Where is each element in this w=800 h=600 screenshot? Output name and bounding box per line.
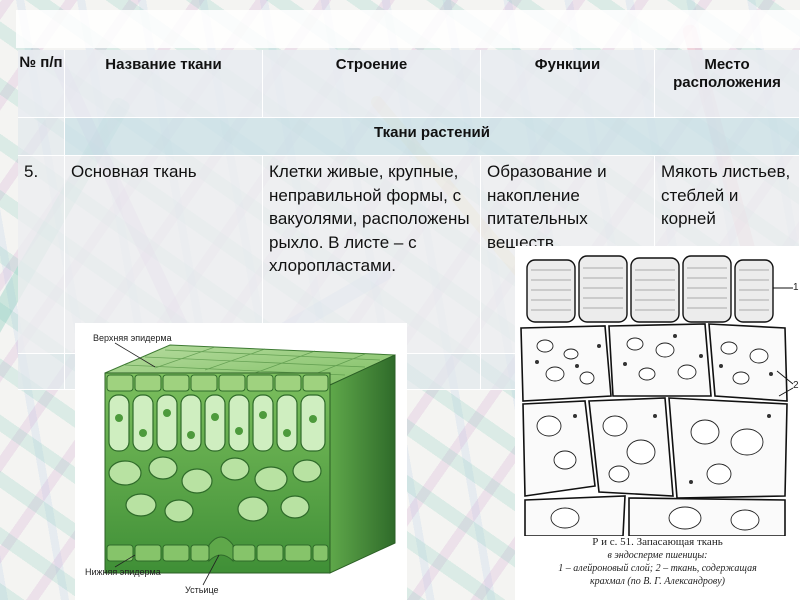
row-structure: Клетки живые, крупные, неправильной форм… (263, 156, 481, 354)
header-name: Название ткани (65, 50, 263, 118)
header-structure-label: Строение (335, 56, 408, 73)
label-upper-epidermis: Верхняя эпидерма (93, 333, 172, 343)
label-lower-epidermis: Нижняя эпидерма (85, 567, 161, 577)
row-functions-text: Образование и накопление питательных вещ… (487, 162, 607, 252)
header-location: Место расположения (655, 50, 800, 118)
header-location-label: Место расположения (673, 56, 781, 91)
section-title: Ткани растений (374, 124, 490, 141)
header-structure: Строение (263, 50, 481, 118)
figure-caption-line-2: в эндосперме пшеницы: (607, 550, 708, 561)
header-functions-label: Функции (534, 56, 601, 73)
row-structure-text: Клетки живые, крупные, неправильной форм… (269, 162, 470, 275)
row-name: Основная ткань (65, 156, 263, 354)
figure-caption-line-1: Р и с. 51. Запасающая ткань (592, 536, 723, 548)
figure-caption-line-4: крахмал (по В. Г. Александрову) (590, 576, 725, 587)
row-num: 5. (18, 156, 65, 354)
marker-starch: 2 (793, 380, 799, 391)
marker-aleurone: 1 (793, 282, 799, 293)
section-row: Ткани растений (65, 118, 800, 156)
leaf-tissue-figure: Верхняя эпидерма Нижняя эпидерма Устьице (75, 323, 407, 600)
endosperm-figure: 1 2 Р и с. 51. Запасающая ткань в эндосп… (515, 246, 800, 600)
empty-row-cell-1 (18, 354, 65, 390)
label-stoma: Устьице (185, 585, 219, 595)
row-location-text: Мякоть листьев, стеблей и корней (661, 162, 791, 228)
row-name-text: Основная ткань (71, 162, 197, 181)
leaf-tissue-illustration (104, 342, 396, 586)
figure-caption-line-3: 1 – алейроновый слой; 2 – ткань, содержа… (558, 563, 757, 574)
header-num: № п/п (18, 50, 65, 118)
header-num-label: № п/п (19, 54, 63, 71)
header-functions: Функции (481, 50, 655, 118)
endosperm-illustration (520, 255, 794, 537)
section-num-cell (18, 118, 65, 156)
row-num-text: 5. (24, 162, 39, 181)
slide-top-band (16, 10, 800, 48)
header-name-label: Название ткани (105, 56, 222, 73)
